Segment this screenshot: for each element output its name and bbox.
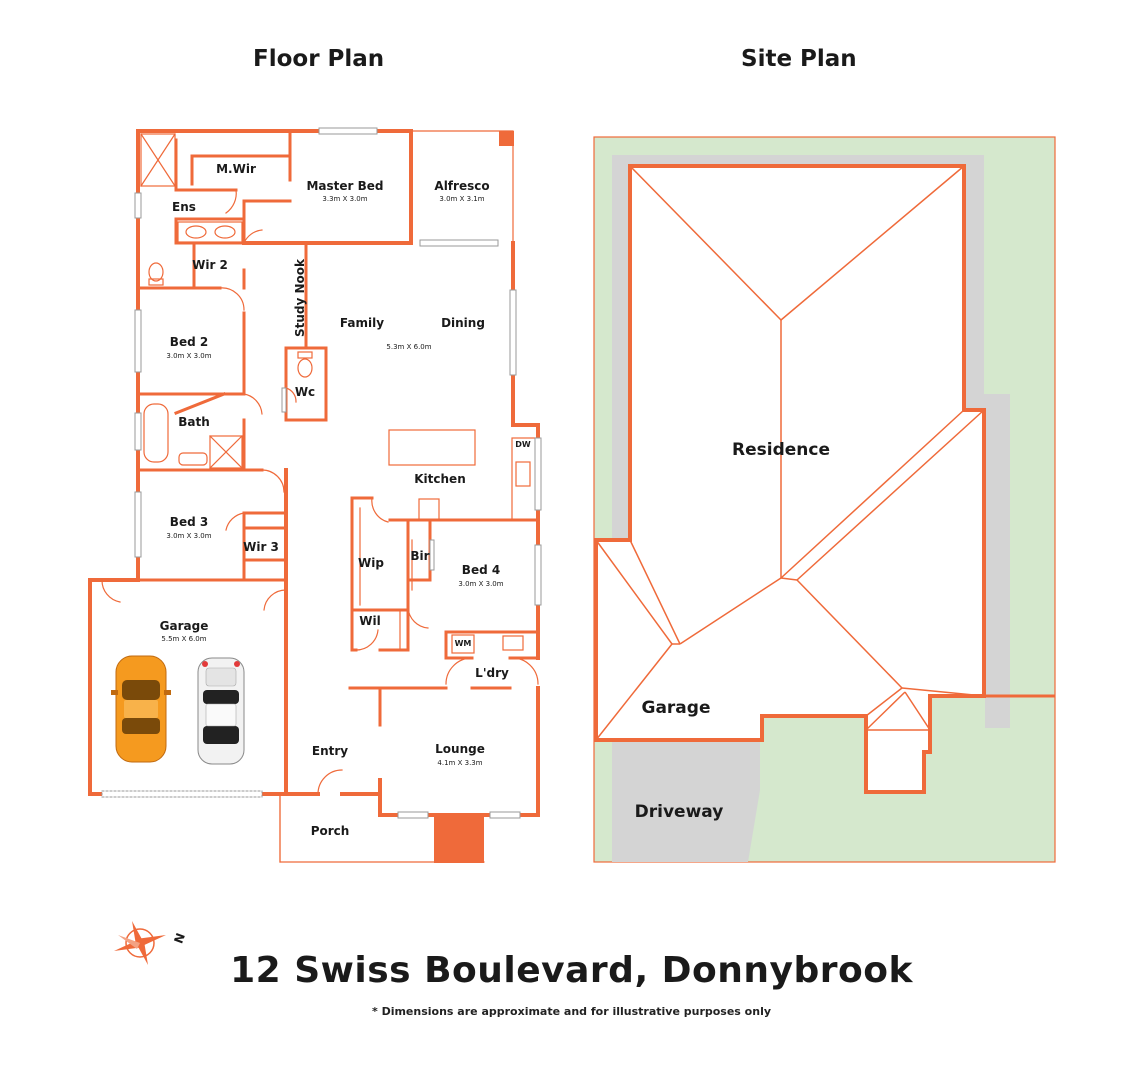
room-dims-bed3: 3.0m X 3.0m xyxy=(166,532,211,540)
compass-north-letter: N xyxy=(171,931,188,945)
site-plan-title: Site Plan xyxy=(741,46,857,72)
room-label-bir: Bir xyxy=(410,549,429,563)
room-dims-alfresco: 3.0m X 3.1m xyxy=(439,195,484,203)
room-label-bed4: Bed 4 xyxy=(462,563,500,577)
room-label-porch: Porch xyxy=(311,824,350,838)
room-label-kitchen: Kitchen xyxy=(414,472,466,486)
room-label-ens: Ens xyxy=(172,200,196,214)
room-label-entry: Entry xyxy=(312,744,348,758)
site-plan: Residence Garage Driveway xyxy=(593,136,1056,863)
floor-plan-title: Floor Plan xyxy=(253,46,385,72)
room-label-wil: Wil xyxy=(359,614,380,628)
site-label-driveway: Driveway xyxy=(635,802,724,822)
fixture-label-wm: WM xyxy=(455,639,472,648)
fixture-label-dw: DW xyxy=(515,440,531,449)
room-label-mwir: M.Wir xyxy=(216,162,256,176)
room-dims-bed4: 3.0m X 3.0m xyxy=(458,580,503,588)
room-label-alfresco: Alfresco xyxy=(434,179,489,193)
car-orange-icon xyxy=(111,655,171,763)
room-label-garage: Garage xyxy=(160,619,209,633)
room-label-master-bed: Master Bed xyxy=(306,179,383,193)
room-label-bed2: Bed 2 xyxy=(170,335,208,349)
property-address: 12 Swiss Boulevard, Donnybrook xyxy=(230,950,913,991)
disclaimer-note: * Dimensions are approximate and for ill… xyxy=(371,1005,772,1018)
car-white-icon xyxy=(197,657,245,765)
room-label-bed3: Bed 3 xyxy=(170,515,208,529)
room-label-wir2: Wir 2 xyxy=(192,258,228,272)
site-label-garage: Garage xyxy=(642,698,711,718)
driveway-area xyxy=(612,740,760,862)
room-label-lounge: Lounge xyxy=(435,742,485,756)
room-label-wip: Wip xyxy=(358,556,384,570)
room-label-study-nook: Study Nook xyxy=(293,258,307,337)
room-dims-lounge: 4.1m X 3.3m xyxy=(437,759,482,767)
site-label-residence: Residence xyxy=(732,440,830,460)
compass-icon: N xyxy=(114,921,188,965)
room-label-wir3: Wir 3 xyxy=(243,540,279,554)
floor-plan xyxy=(88,127,542,863)
room-label-family: Family xyxy=(340,316,384,330)
room-labels: M.Wir Master Bed 3.3m X 3.0m Alfresco 3.… xyxy=(160,162,531,838)
room-dims-family: 5.3m X 6.0m xyxy=(386,343,431,351)
room-label-dining: Dining xyxy=(441,316,485,330)
room-dims-master-bed: 3.3m X 3.0m xyxy=(322,195,367,203)
room-dims-garage: 5.5m X 6.0m xyxy=(161,635,206,643)
room-label-ldry: L'dry xyxy=(475,666,509,680)
room-label-wc: Wc xyxy=(295,385,315,399)
room-dims-bed2: 3.0m X 3.0m xyxy=(166,352,211,360)
room-label-bath: Bath xyxy=(178,415,210,429)
